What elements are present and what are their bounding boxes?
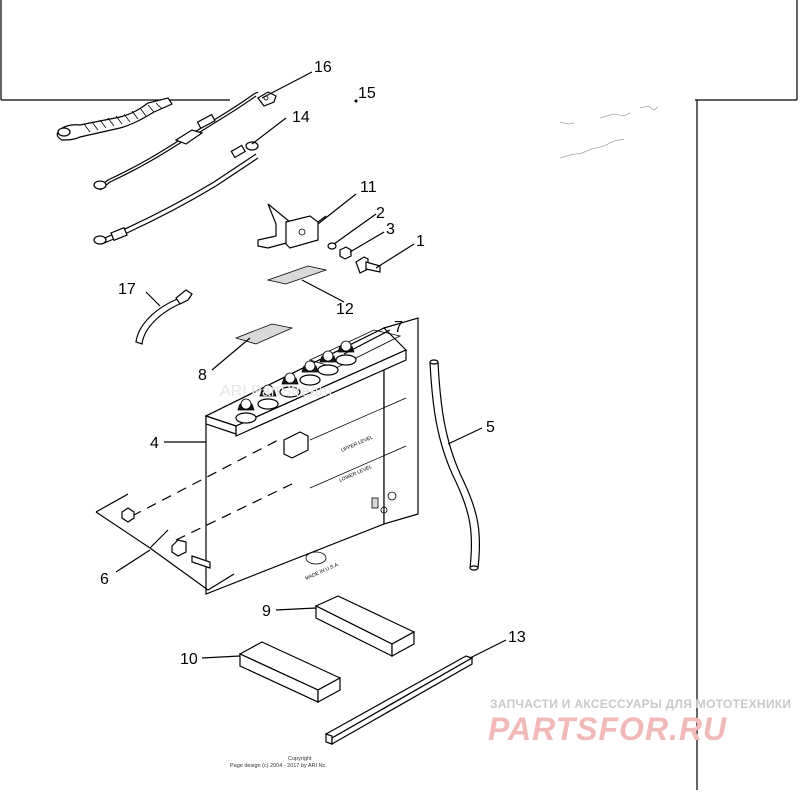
- callout-14: 14: [292, 109, 310, 126]
- callout-9: 9: [262, 603, 271, 620]
- part-17-strap: [135, 289, 193, 345]
- part-4-battery: UPPER LEVEL LOWER LEVEL MADE IN U.S.A.: [204, 317, 419, 595]
- part-5-vent-tube: [429, 359, 481, 571]
- vent-cap: [317, 350, 339, 376]
- part-13-strip: [324, 655, 474, 746]
- callout-6: 6: [100, 571, 109, 588]
- part-8-label: [234, 323, 294, 345]
- vent-cap: [299, 360, 321, 386]
- part-15-marker: [354, 99, 358, 103]
- shop-tagline-watermark: ЗАПЧАСТИ И АКСЕССУАРЫ ДЛЯ МОТОТЕХНИКИ: [490, 697, 791, 711]
- leader-lines: [115, 71, 507, 659]
- part-10-pad: [238, 641, 342, 704]
- parts-1-2-3-fasteners: [327, 242, 381, 274]
- callout-1: 1: [416, 233, 425, 250]
- ari-watermark: ARI PartStream: [220, 383, 332, 400]
- faint-watermark-scribble: [559, 105, 659, 159]
- footer-copyright: Copyright: [288, 756, 312, 762]
- callout-7: 7: [394, 319, 403, 336]
- part-16-ground-strap-cable: [56, 91, 277, 191]
- callout-17: 17: [118, 281, 136, 298]
- callout-12: 12: [336, 301, 354, 318]
- part-11-bracket: [257, 203, 327, 249]
- part-7-vent-caps: [235, 340, 357, 424]
- vent-cap: [235, 398, 257, 424]
- callout-3: 3: [386, 221, 395, 238]
- vent-cap: [279, 372, 301, 398]
- shop-brand-watermark: PARTSFOR.RU: [488, 711, 727, 747]
- made-in-label: MADE IN U.S.A.: [304, 561, 340, 581]
- callout-16: 16: [314, 59, 332, 76]
- vent-cap: [257, 384, 279, 410]
- callout-15: 15: [358, 85, 376, 102]
- part-14-cable: [93, 141, 259, 245]
- callout-4: 4: [150, 435, 159, 452]
- part-9-pad: [314, 595, 416, 658]
- part-6-terminal-hardware: [95, 437, 297, 591]
- callout-numbers: 16 15 14 11 2 3 1 17 12 7 8 4 5 6 9 10 1…: [100, 59, 526, 668]
- footer-page-design: Page design (c) 2004 - 2017 by ARI Nc: [230, 763, 326, 769]
- callout-8: 8: [198, 367, 207, 384]
- callout-2: 2: [376, 205, 385, 222]
- vent-cap: [335, 340, 357, 366]
- callout-5: 5: [486, 419, 495, 436]
- callout-10: 10: [180, 651, 198, 668]
- part-12-pad: [266, 265, 328, 285]
- callout-13: 13: [508, 629, 526, 646]
- callout-11: 11: [360, 179, 377, 196]
